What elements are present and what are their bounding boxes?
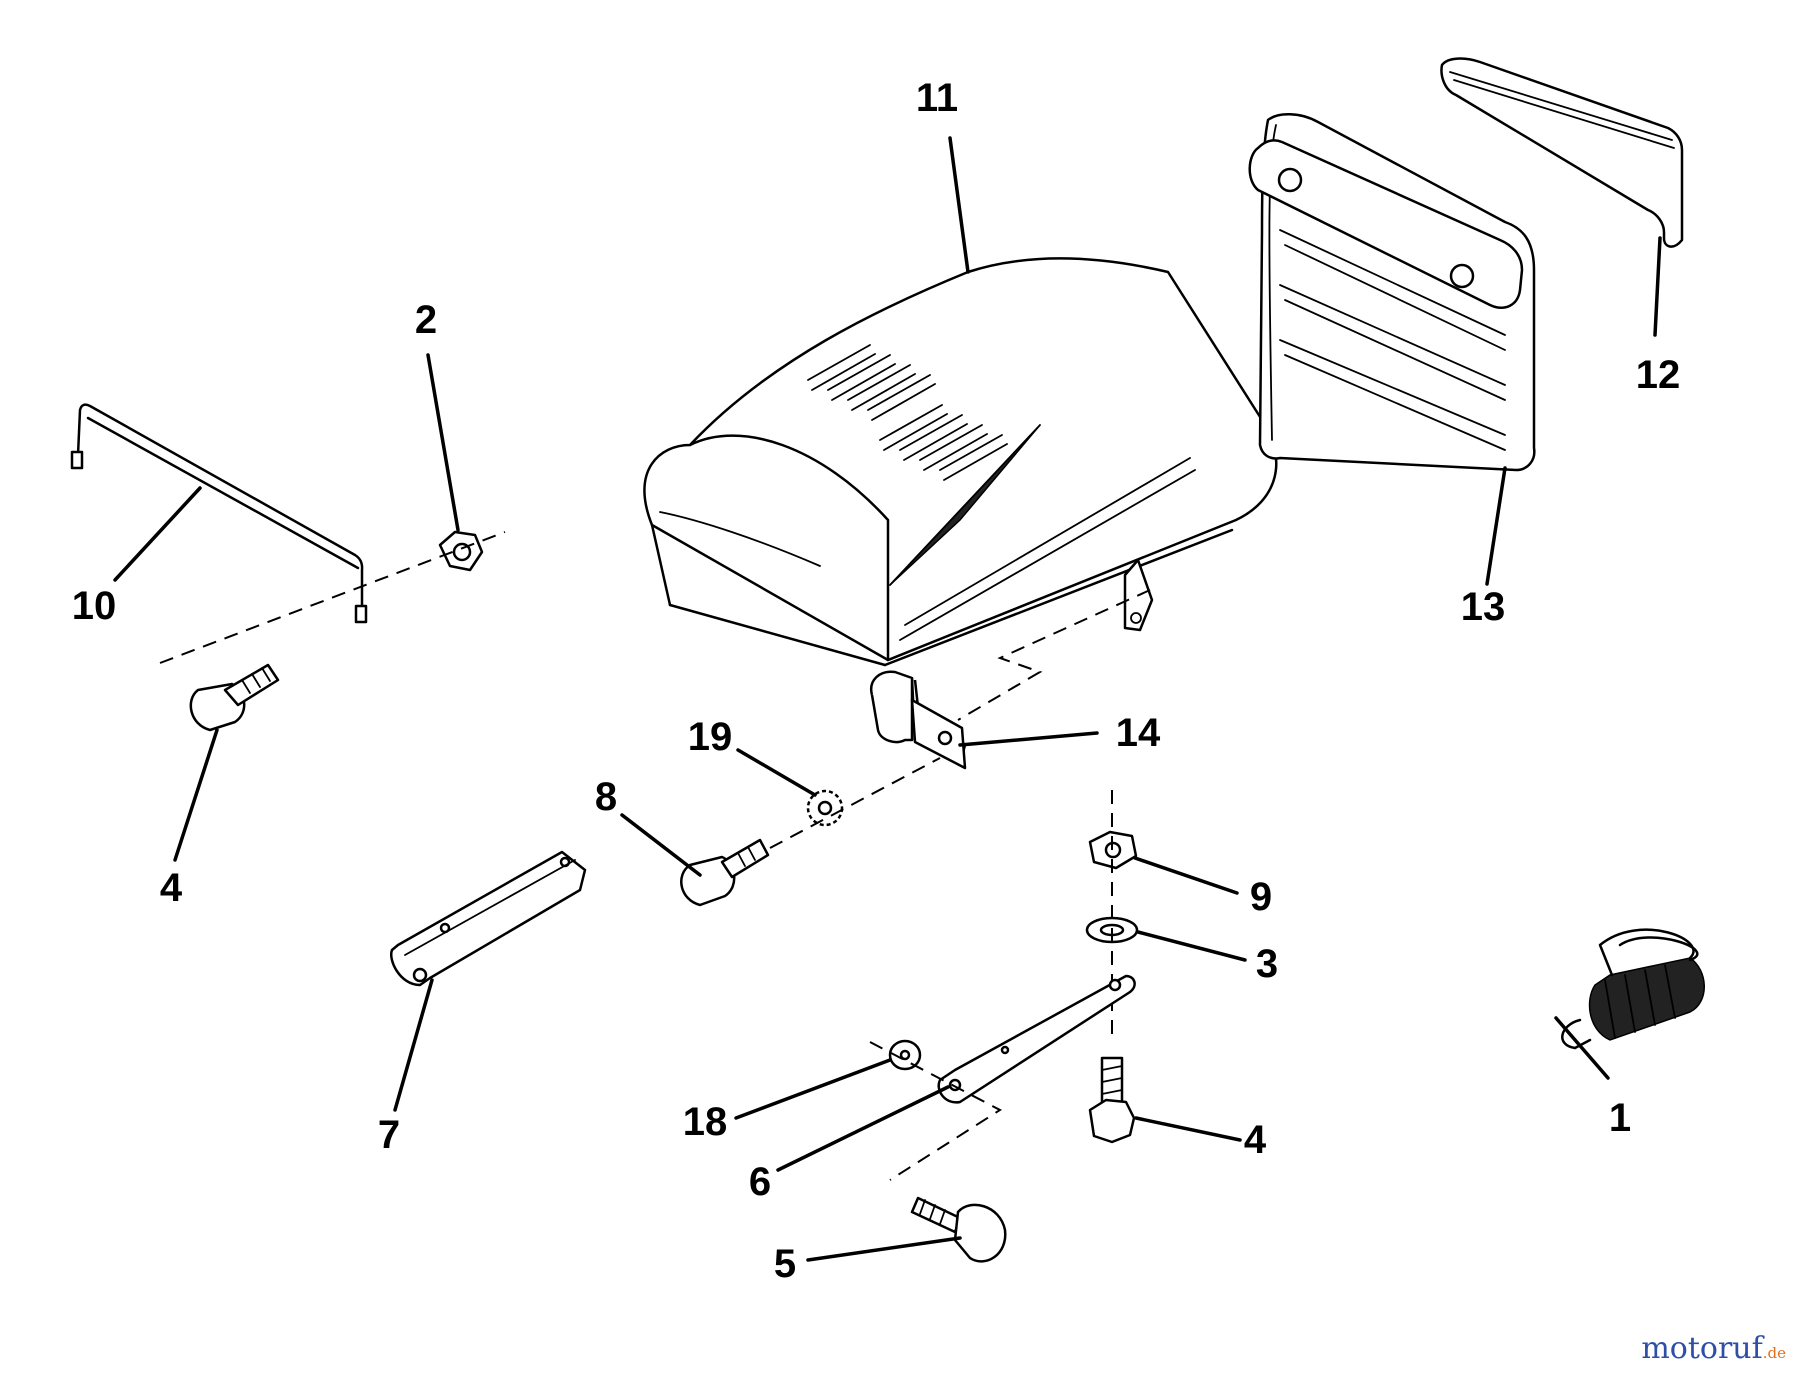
callout-6: 6 xyxy=(748,1160,772,1204)
callout-13: 13 xyxy=(1460,585,1506,629)
callout-8: 8 xyxy=(594,775,618,819)
strap-7 xyxy=(389,850,587,987)
callout-1: 1 xyxy=(1608,1096,1632,1140)
hood-vents xyxy=(807,344,1008,481)
callout-10: 10 xyxy=(71,584,117,628)
callout-4-right: 4 xyxy=(1243,1118,1267,1162)
callout-9: 9 xyxy=(1249,875,1273,919)
callout-7: 7 xyxy=(377,1113,401,1157)
bolt-4-right xyxy=(1088,1056,1136,1144)
star-washer-19 xyxy=(806,789,844,827)
callout-18: 18 xyxy=(682,1100,728,1144)
callout-5: 5 xyxy=(773,1242,797,1286)
callout-19: 19 xyxy=(687,715,733,759)
callout-11: 11 xyxy=(915,76,959,120)
hood xyxy=(643,257,1278,667)
watermark-name: motoruf xyxy=(1641,1331,1763,1366)
nut-2 xyxy=(438,530,484,572)
leader-lines xyxy=(113,136,1662,1262)
bracket-14 xyxy=(869,670,967,770)
grille xyxy=(1248,113,1536,472)
callout-2: 2 xyxy=(414,298,438,342)
motoruf-watermark: motoruf.de xyxy=(1641,1334,1786,1368)
callout-3: 3 xyxy=(1255,942,1279,986)
callout-4-left: 4 xyxy=(159,866,183,910)
bolt-5 xyxy=(910,1196,1007,1263)
emblem-plate xyxy=(1440,57,1684,248)
support-rod xyxy=(70,403,368,624)
callout-12: 12 xyxy=(1635,353,1681,397)
bolt-4-left xyxy=(189,663,280,732)
washer-18 xyxy=(888,1039,922,1071)
callout-14: 14 xyxy=(1115,711,1161,755)
spring-1 xyxy=(1561,928,1705,1050)
watermark-tld: .de xyxy=(1762,1344,1786,1362)
